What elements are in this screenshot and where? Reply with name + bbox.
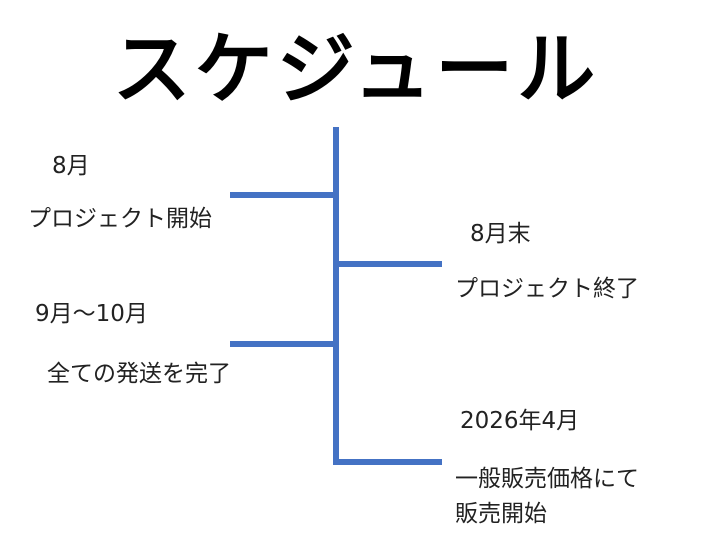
branch-2 xyxy=(336,261,442,267)
event-2-text: プロジェクト終了 xyxy=(455,276,639,302)
timeline-axis xyxy=(333,127,339,465)
event-4-text-line2: 販売開始 xyxy=(455,501,547,527)
event-4-date: 2026年4月 xyxy=(460,408,580,434)
branch-1 xyxy=(230,192,336,198)
event-2-date: 8月末 xyxy=(470,221,531,247)
event-3-date: 9月～10月 xyxy=(35,301,148,327)
event-1-text: プロジェクト開始 xyxy=(28,206,212,232)
event-1-date: 8月 xyxy=(52,153,90,179)
branch-3 xyxy=(230,341,336,347)
event-3-text: 全ての発送を完了 xyxy=(47,361,231,387)
event-4-text: 一般販売価格にて xyxy=(455,466,639,492)
diagram-title: スケジュール xyxy=(112,25,600,115)
branch-4 xyxy=(336,459,442,465)
